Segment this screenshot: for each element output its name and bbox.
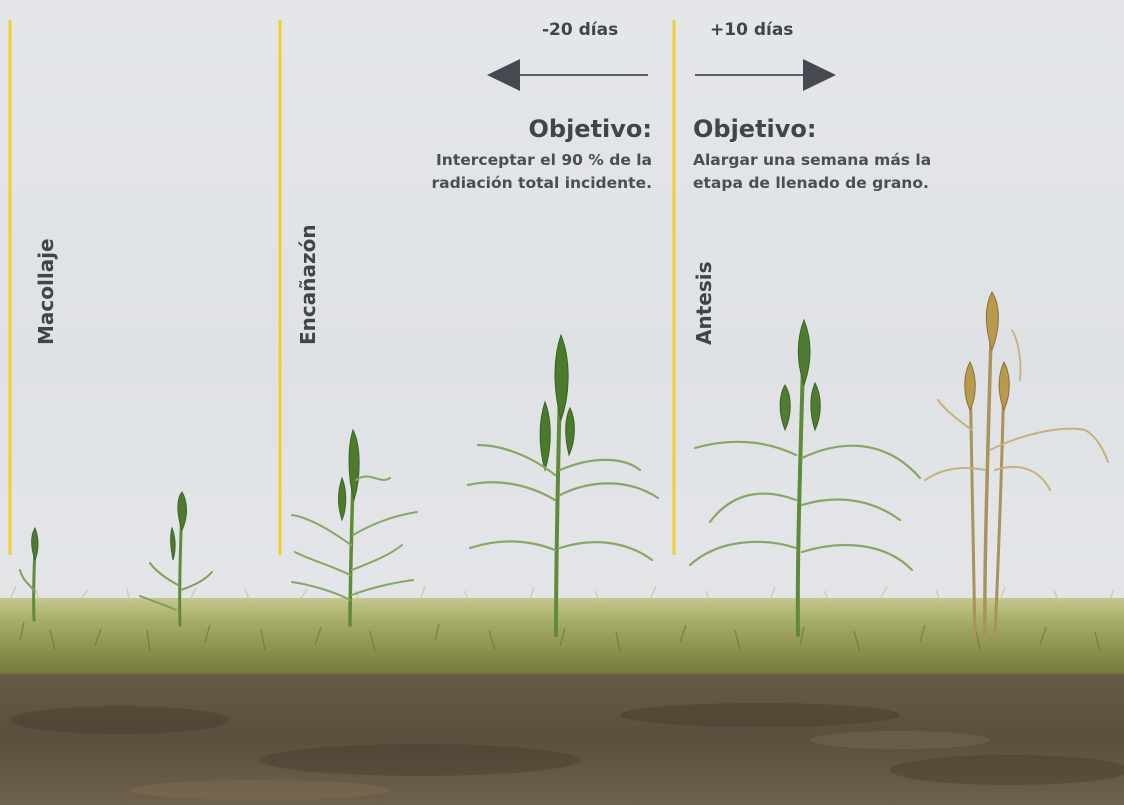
plant-heading	[466, 333, 660, 637]
shift-right-goal-line2: etapa de llenado de grano.	[693, 174, 929, 192]
shift-left-goal-title: Objetivo:	[528, 115, 652, 143]
shift-left-goal-line2: radiación total incidente.	[431, 174, 653, 192]
arrow-right-icon	[695, 59, 836, 91]
arrow-left-icon	[487, 59, 648, 91]
grass-tufts	[9, 585, 1115, 604]
plant-anthesis	[688, 318, 922, 637]
plant-tillering	[139, 491, 213, 627]
stage-label-macollaje: Macollaje	[34, 238, 58, 345]
shift-left-label: -20 días	[542, 20, 619, 40]
shift-right-goal-title: Objetivo:	[693, 115, 817, 143]
plant-seedling	[19, 526, 39, 622]
soil	[0, 668, 1124, 805]
plant-grain-filling	[924, 291, 1109, 642]
shift-right-label: +10 días	[710, 20, 794, 40]
soil-texture	[10, 703, 1124, 800]
shift-left-goal-line1: Interceptar el 90 % de la	[436, 151, 652, 169]
shift-right-goal-line1: Alargar una semana más la	[693, 151, 932, 169]
stage-label-encanazon: Encañazón	[296, 224, 320, 345]
grass-strokes	[19, 621, 1101, 653]
grass-band	[0, 598, 1124, 674]
plant-stem-elongation	[291, 428, 418, 627]
stage-label-antesis: Antesis	[692, 261, 716, 345]
